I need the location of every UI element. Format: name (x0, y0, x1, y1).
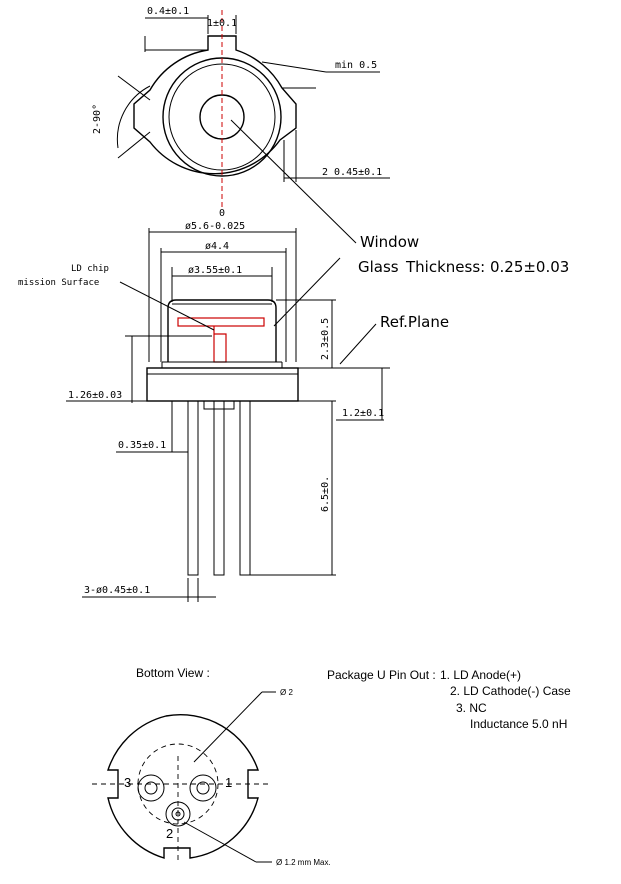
pinout-line-4: Inductance 5.0 nH (470, 717, 567, 731)
pin-number-3: 3 (124, 775, 131, 790)
dim-notch: 2 0.45±0.1 (322, 167, 382, 178)
pinout-line-2: 2. LD Cathode(-) Case (450, 684, 571, 698)
dim-flange: 1.2±0.1 (342, 408, 384, 419)
dim-cap-dia: ø4.4 (205, 241, 229, 252)
pin-number-1: 1 (225, 775, 232, 790)
side-view: ø5.6-0.025 ø4.4 ø3.55±0.1 LD chip missio… (18, 221, 449, 602)
pinout-line-1: 1. LD Anode(+) (440, 668, 521, 682)
pinout-line-3: 3. NC (456, 701, 487, 715)
dim-lead-length: 6.5±0. (320, 476, 331, 512)
dim-pin-offset: 0.35±0.1 (118, 440, 166, 451)
dim-angle: 2-90° (92, 104, 103, 134)
label-ref-plane: Ref.Plane (380, 313, 449, 331)
ld-chip-window (177, 317, 265, 327)
cap-outline (167, 299, 277, 362)
lead-3 (239, 400, 251, 576)
lead-2 (213, 400, 225, 576)
bottom-view-title: Bottom View : (136, 666, 210, 680)
label-ld-chip: LD chip (71, 264, 109, 274)
label-emission: mission Surface (18, 278, 99, 288)
pinout-title: Package U Pin Out : (327, 668, 436, 682)
top-view-outline (133, 35, 297, 175)
pin-number-2: 2 (166, 826, 173, 841)
dim-window-dia: ø3.55±0.1 (188, 265, 242, 276)
dim-min: min 0.5 (335, 60, 377, 71)
dim-pcd: Ø 2 (280, 688, 293, 697)
top-view: 0.4±0.1 1±0.1 min 0.5 2-90° 2 0.45±0.1 0 (92, 6, 390, 219)
bottom-view: Bottom View : 3 1 2 Ø 2 Ø 1.2 mm Max. (92, 666, 331, 867)
dim-chip-height: 1.26±0.03 (68, 390, 122, 401)
pin-3 (137, 774, 165, 802)
label-glass: Glass (358, 258, 399, 276)
label-window: Window (360, 233, 419, 251)
pinout: Package U Pin Out : 1. LD Anode(+) 2. LD… (327, 668, 571, 731)
bottom-view-outline (107, 714, 259, 859)
label-thickness: Thickness: 0.25±0.03 (405, 258, 569, 276)
dim-key-width: 0.4±0.1 (147, 6, 189, 17)
dim-base-dia: ø5.6-0.025 (185, 221, 245, 232)
dim-key-depth: 1±0.1 (207, 18, 237, 29)
dim-zero: 0 (219, 208, 225, 219)
lead-1 (187, 400, 199, 576)
dim-cap-height: 2.3±0.5 (320, 318, 331, 360)
pin-2 (165, 801, 191, 827)
pin-1 (189, 774, 217, 802)
dim-pin-max: Ø 1.2 mm Max. (276, 858, 331, 867)
ld-chip (213, 326, 227, 363)
flange (146, 367, 299, 402)
dim-lead-dia: 3-ø0.45±0.1 (84, 585, 150, 596)
